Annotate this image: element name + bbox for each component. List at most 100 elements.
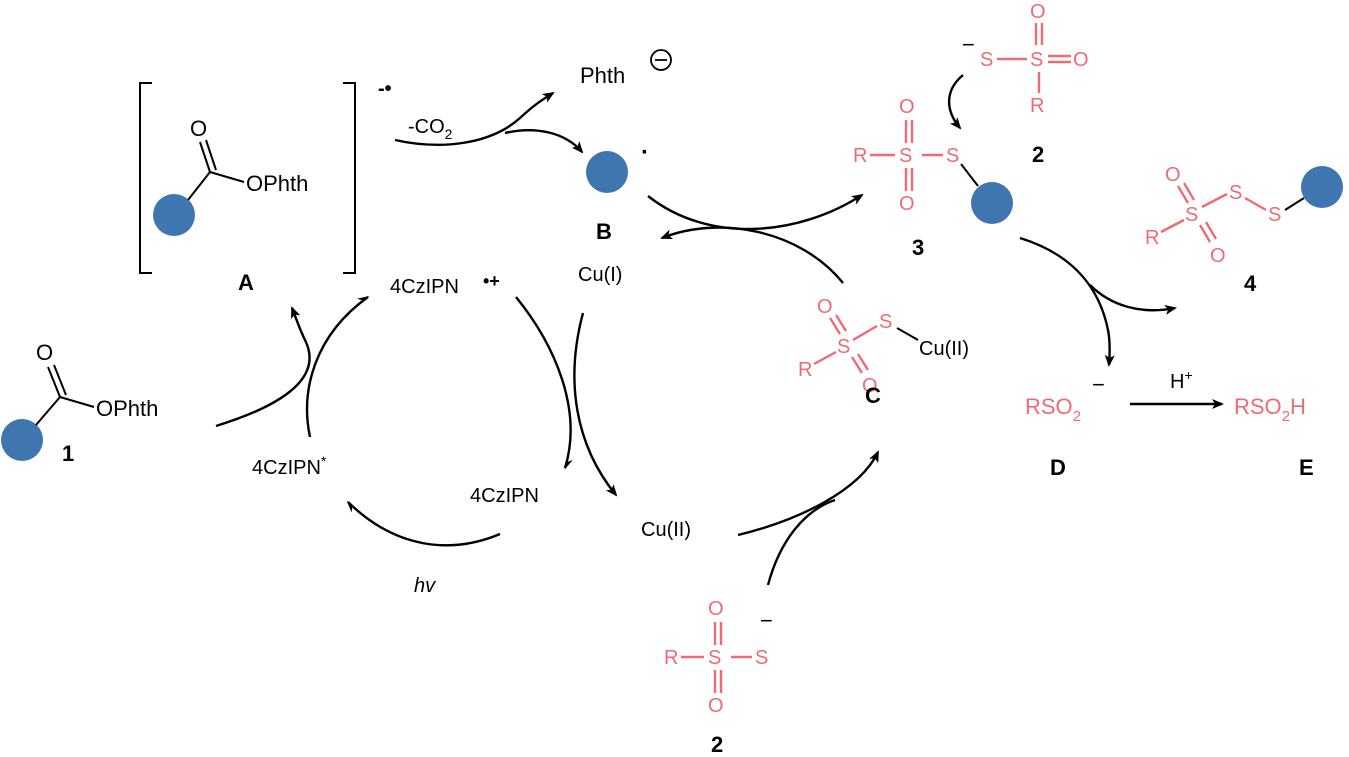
r-group-label: R (798, 359, 812, 381)
czipn-ground: 4CzIPN (470, 485, 539, 507)
minus-charge: − (962, 32, 975, 57)
sulfur-label: S (980, 49, 993, 71)
czipn-radical-cation: 4CzIPN (390, 276, 459, 298)
left-bracket (139, 82, 152, 274)
sulfinic-acid-e: RSO2H (1234, 394, 1306, 425)
bond (59, 396, 95, 408)
radical-cation-charge: •+ (483, 271, 500, 291)
arrow-3-to-d (1019, 236, 1115, 367)
oxygen-label: O (190, 116, 207, 141)
right-bracket (343, 82, 356, 274)
label-2-bottom: 2 (711, 732, 723, 757)
sulfur-label: S (1268, 204, 1281, 226)
oxygen-label: O (708, 598, 724, 620)
radical-sphere-b (586, 151, 628, 193)
label-4: 4 (1244, 271, 1257, 296)
product-3: O S O R S 3 (853, 96, 1013, 260)
sulfur-label: S (1030, 49, 1043, 71)
label-3: 3 (912, 235, 924, 260)
substrate-sphere-a (153, 194, 195, 236)
carbonyl-bond (47, 366, 61, 398)
radical-anion-charge: -• (378, 78, 392, 100)
intermediate-c: O S O S R Cu(II) C (798, 296, 969, 408)
r-group-label: R (1145, 227, 1159, 249)
substrate-1: O OPhth 1 (1, 340, 158, 466)
bond (834, 314, 848, 332)
bond (1244, 196, 1267, 212)
product-4: O S O R S S 4 (1145, 164, 1343, 296)
carbonyl-bond (205, 139, 217, 171)
hv-label: hv (414, 575, 436, 597)
oxygen-label: O (1073, 49, 1089, 71)
bond (960, 163, 979, 187)
oxygen-label: O (1030, 1, 1046, 23)
bond (1176, 185, 1190, 204)
arrow-cu1-to-cu2 (573, 312, 618, 497)
bond (850, 356, 864, 374)
phth-anion: Phth (580, 63, 625, 88)
radical-b: · B (586, 139, 649, 244)
oxygen-label: O (36, 340, 53, 365)
sulfur-label: S (708, 647, 721, 669)
label-e: E (1299, 455, 1314, 480)
oxygen-label: O (817, 296, 833, 318)
arrow-2-joining-c (766, 498, 836, 586)
proton-label: H+ (1170, 367, 1193, 393)
sulfur-label: S (1229, 182, 1242, 204)
oxygen-label: O (1210, 245, 1226, 267)
arrow-cation-to-ground (515, 296, 573, 470)
label-c: C (865, 383, 881, 408)
minus-charge: − (1092, 372, 1105, 397)
ophth-label: OPhth (246, 171, 308, 196)
negative-charge-circle (650, 49, 672, 71)
ophth-label: OPhth (96, 396, 158, 421)
czipn-excited: 4CzIPN* (252, 453, 327, 479)
bond (896, 327, 919, 341)
arrow-to-product-4 (1089, 284, 1177, 315)
sulfur-label: S (899, 145, 912, 167)
r-group-label: R (664, 647, 678, 669)
label-1: 1 (62, 441, 74, 466)
sulfur-label: S (837, 336, 850, 358)
arrow-c-to-cu1 (660, 226, 844, 284)
arrow-ground-to-excited-hv (346, 500, 501, 547)
sulfur-label: S (1185, 204, 1198, 226)
arrow-2-to-3 (947, 74, 964, 130)
bond (209, 171, 245, 183)
bond (1160, 218, 1185, 234)
bond (1201, 192, 1228, 209)
oxygen-label: O (862, 375, 878, 397)
bond (35, 396, 61, 426)
carbonyl-bond (53, 364, 67, 396)
arrow-1-to-a (215, 306, 311, 428)
label-d: D (1050, 455, 1066, 480)
bond (1284, 197, 1305, 211)
oxygen-label: O (1165, 164, 1181, 186)
bond (1204, 221, 1218, 240)
sulfur-label: S (755, 647, 768, 669)
substrate-sphere-1 (1, 419, 43, 461)
r-group-label: R (1030, 95, 1044, 117)
label-2-top: 2 (1032, 142, 1044, 167)
r-group-label: R (853, 145, 867, 167)
copper-two: Cu(II) (641, 519, 691, 541)
minus-charge: − (760, 608, 773, 633)
copper-two-ligand: Cu(II) (919, 338, 969, 360)
co2-loss-label: -CO2 (408, 116, 453, 142)
thiosulfonate-2-bottom: O S O R S − 2 (664, 598, 773, 757)
label-b: B (596, 219, 612, 244)
bond (856, 353, 870, 371)
bond (852, 324, 878, 342)
bond (1198, 224, 1212, 243)
sulfur-label: S (879, 311, 892, 333)
label-a: A (238, 270, 254, 295)
thiosulfonate-2-top: − S S O O R 2 (962, 1, 1089, 167)
carbonyl-bond (199, 141, 211, 173)
arrow-to-radical-b (504, 129, 584, 154)
sulfur-label: S (946, 145, 959, 167)
arrow-excited-to-cation (305, 295, 370, 438)
sulfinate-d: RSO2 (1025, 394, 1081, 425)
radical-dot: · (641, 139, 649, 166)
oxygen-label: O (708, 695, 724, 717)
